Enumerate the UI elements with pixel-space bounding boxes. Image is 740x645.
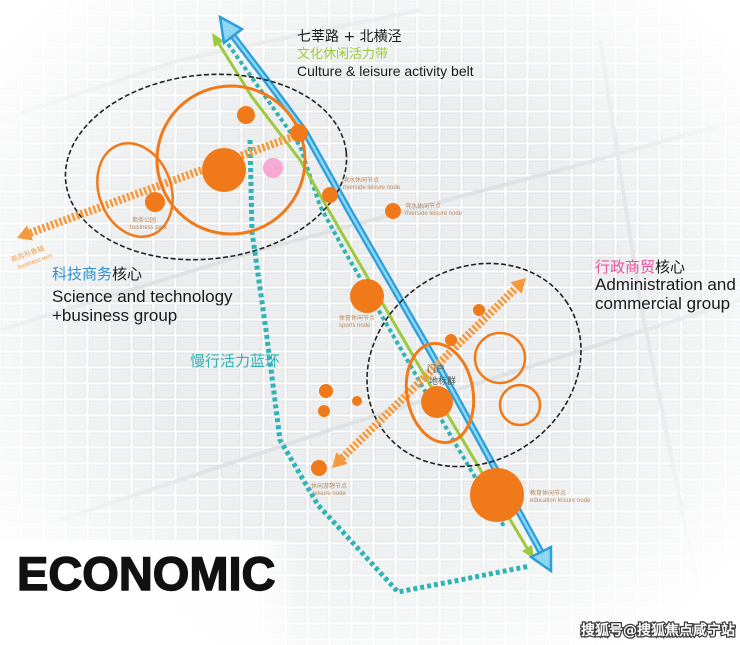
- education-node-label-en: education leisure node: [530, 498, 591, 504]
- sports-node-label-en: sports node: [339, 323, 371, 329]
- admin-axis: [339, 285, 519, 461]
- sports-node: [350, 279, 384, 313]
- gateway-label-line2: 地标群: [429, 375, 456, 387]
- admin-group-title-en-line2: commercial group: [595, 294, 730, 313]
- tech-group-title-en-line1: Science and technology: [52, 287, 233, 306]
- riverside-node-1-label-cn: 滨水休闲节点: [343, 176, 379, 184]
- culture-belt-arrow-north-icon: [218, 14, 245, 46]
- gateway-label-line1: 门户: [427, 363, 445, 375]
- tech-group-title-en-line2: +business group: [52, 306, 177, 325]
- belt-title-en: Culture & leisure activity belt: [297, 63, 474, 79]
- admin-node-1: [473, 304, 485, 316]
- heading-backdrop: [0, 540, 300, 645]
- leisure-node-label-en: leisure node: [313, 491, 346, 497]
- tech-group-title-cn: 科技商务核心: [52, 265, 142, 283]
- business-park-label-en: business park: [130, 225, 168, 231]
- riverside-node-1-label-en: riverside leisure node: [343, 185, 401, 191]
- gateway-landmark-ring: [404, 341, 476, 445]
- slow-ring-label: 慢行活力蓝环: [190, 352, 280, 370]
- riverside-node-2-label-cn: 滨水休闲节点: [405, 202, 441, 210]
- commerce-node: [237, 106, 255, 124]
- business-axis-arrow-icon: [17, 225, 33, 241]
- business-park-ring: [96, 141, 174, 239]
- leisure-node: [311, 460, 327, 476]
- pink-node: [263, 158, 283, 178]
- sports-node-label-cn: 体育休闲节点: [339, 314, 375, 322]
- belt-road-label: 七莘路 + 北横泾: [297, 28, 402, 45]
- culture-belt-blue-band-inner: [232, 35, 543, 553]
- tech-group-title-suffix: 核心: [112, 265, 142, 283]
- admin-group-title-cn: 行政商贸核心: [595, 258, 685, 276]
- tech-business-group-outline: [64, 73, 348, 261]
- culture-belt-arrow-north: [212, 33, 224, 47]
- admin-group-title-highlight: 行政商贸: [595, 258, 655, 276]
- economic-heading: ECONOMIC: [17, 547, 276, 600]
- riverside-node-2-label-en: riverside leisure node: [405, 211, 463, 217]
- park-node-2: [318, 405, 330, 417]
- park-node-1: [319, 384, 333, 398]
- culture-belt-arrow-south-icon: [528, 544, 553, 574]
- commercial-complex-ring: [473, 331, 527, 385]
- education-node-label-cn: 教育休闲节点: [530, 489, 566, 497]
- admin-group-title-suffix: 核心: [655, 258, 685, 276]
- admin-axis-arrow-west-icon: [332, 452, 348, 468]
- admin-axis-arrow-east-icon: [510, 278, 526, 294]
- core-area-ring: [155, 84, 307, 236]
- business-park-node: [145, 192, 165, 212]
- admin-commercial-group-outline: [366, 262, 582, 468]
- watermark: 搜狐号@搜狐焦点咸宁站: [581, 622, 735, 639]
- business-park-label-cn: 商务公园: [132, 216, 156, 224]
- belt-title-cn: 文化休闲活力带: [297, 47, 388, 62]
- park-node-3: [352, 396, 362, 406]
- riverside-node-2: [385, 203, 401, 219]
- gateway-landmark-node: [421, 386, 453, 418]
- leisure-node-label-cn: 休闲游憩节点: [311, 482, 347, 490]
- admin-group-title-en-line1: Administration and: [595, 275, 736, 294]
- admin-node-2: [445, 334, 457, 346]
- business-axis: [28, 129, 305, 237]
- riverside-node-1: [322, 187, 338, 203]
- culture-complex-ring: [498, 383, 542, 427]
- core-node: [202, 148, 246, 192]
- slow-ring-path-west: [247, 139, 531, 595]
- culture-belt-arrow-south: [522, 545, 534, 559]
- education-node: [470, 468, 524, 522]
- axis-end-node: [290, 124, 308, 142]
- tech-group-title-highlight: 科技商务: [52, 265, 112, 283]
